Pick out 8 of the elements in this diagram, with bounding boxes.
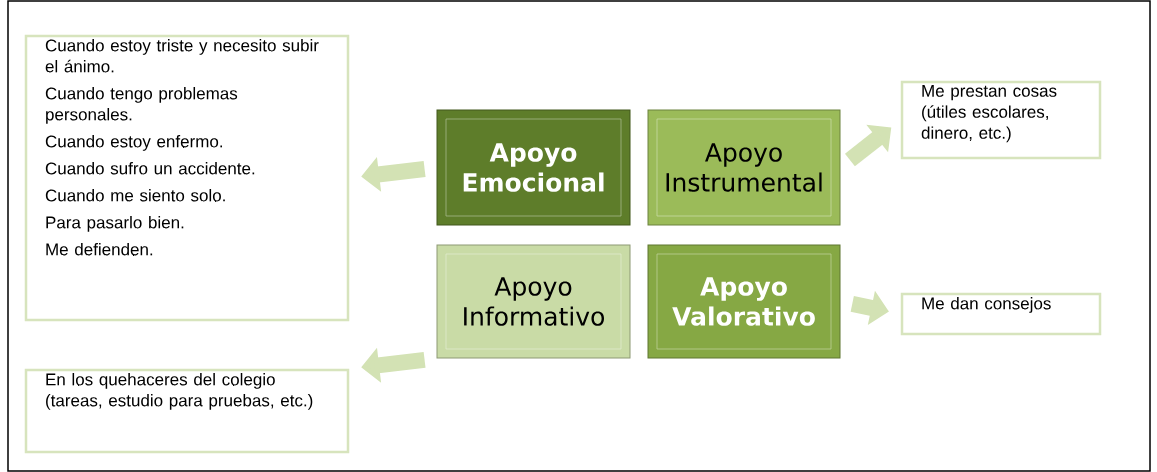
- category-tile: Apoyo Valorativo: [647, 244, 841, 359]
- text-box: Me prestan cosas (útiles escolares, dinero, etc.): [900, 80, 1102, 160]
- text-box: En los quehaceres del colegio (tareas, estudio para pruebas, etc.): [24, 368, 350, 454]
- category-tile: Apoyo Instrumental: [647, 109, 841, 226]
- text-box: Me dan consejos: [900, 292, 1102, 336]
- category-tile: Apoyo Emocional: [436, 109, 631, 226]
- category-tile: Apoyo Informativo: [436, 244, 631, 359]
- text-box: Cuando estoy triste y necesito subir el ánimo. Cuando tengo problemas personales. Cuando estoy enfermo. Cuando sufro un accidente. Cuando me siento solo. Para pasarlo bien. Me defienden.: [24, 34, 350, 322]
